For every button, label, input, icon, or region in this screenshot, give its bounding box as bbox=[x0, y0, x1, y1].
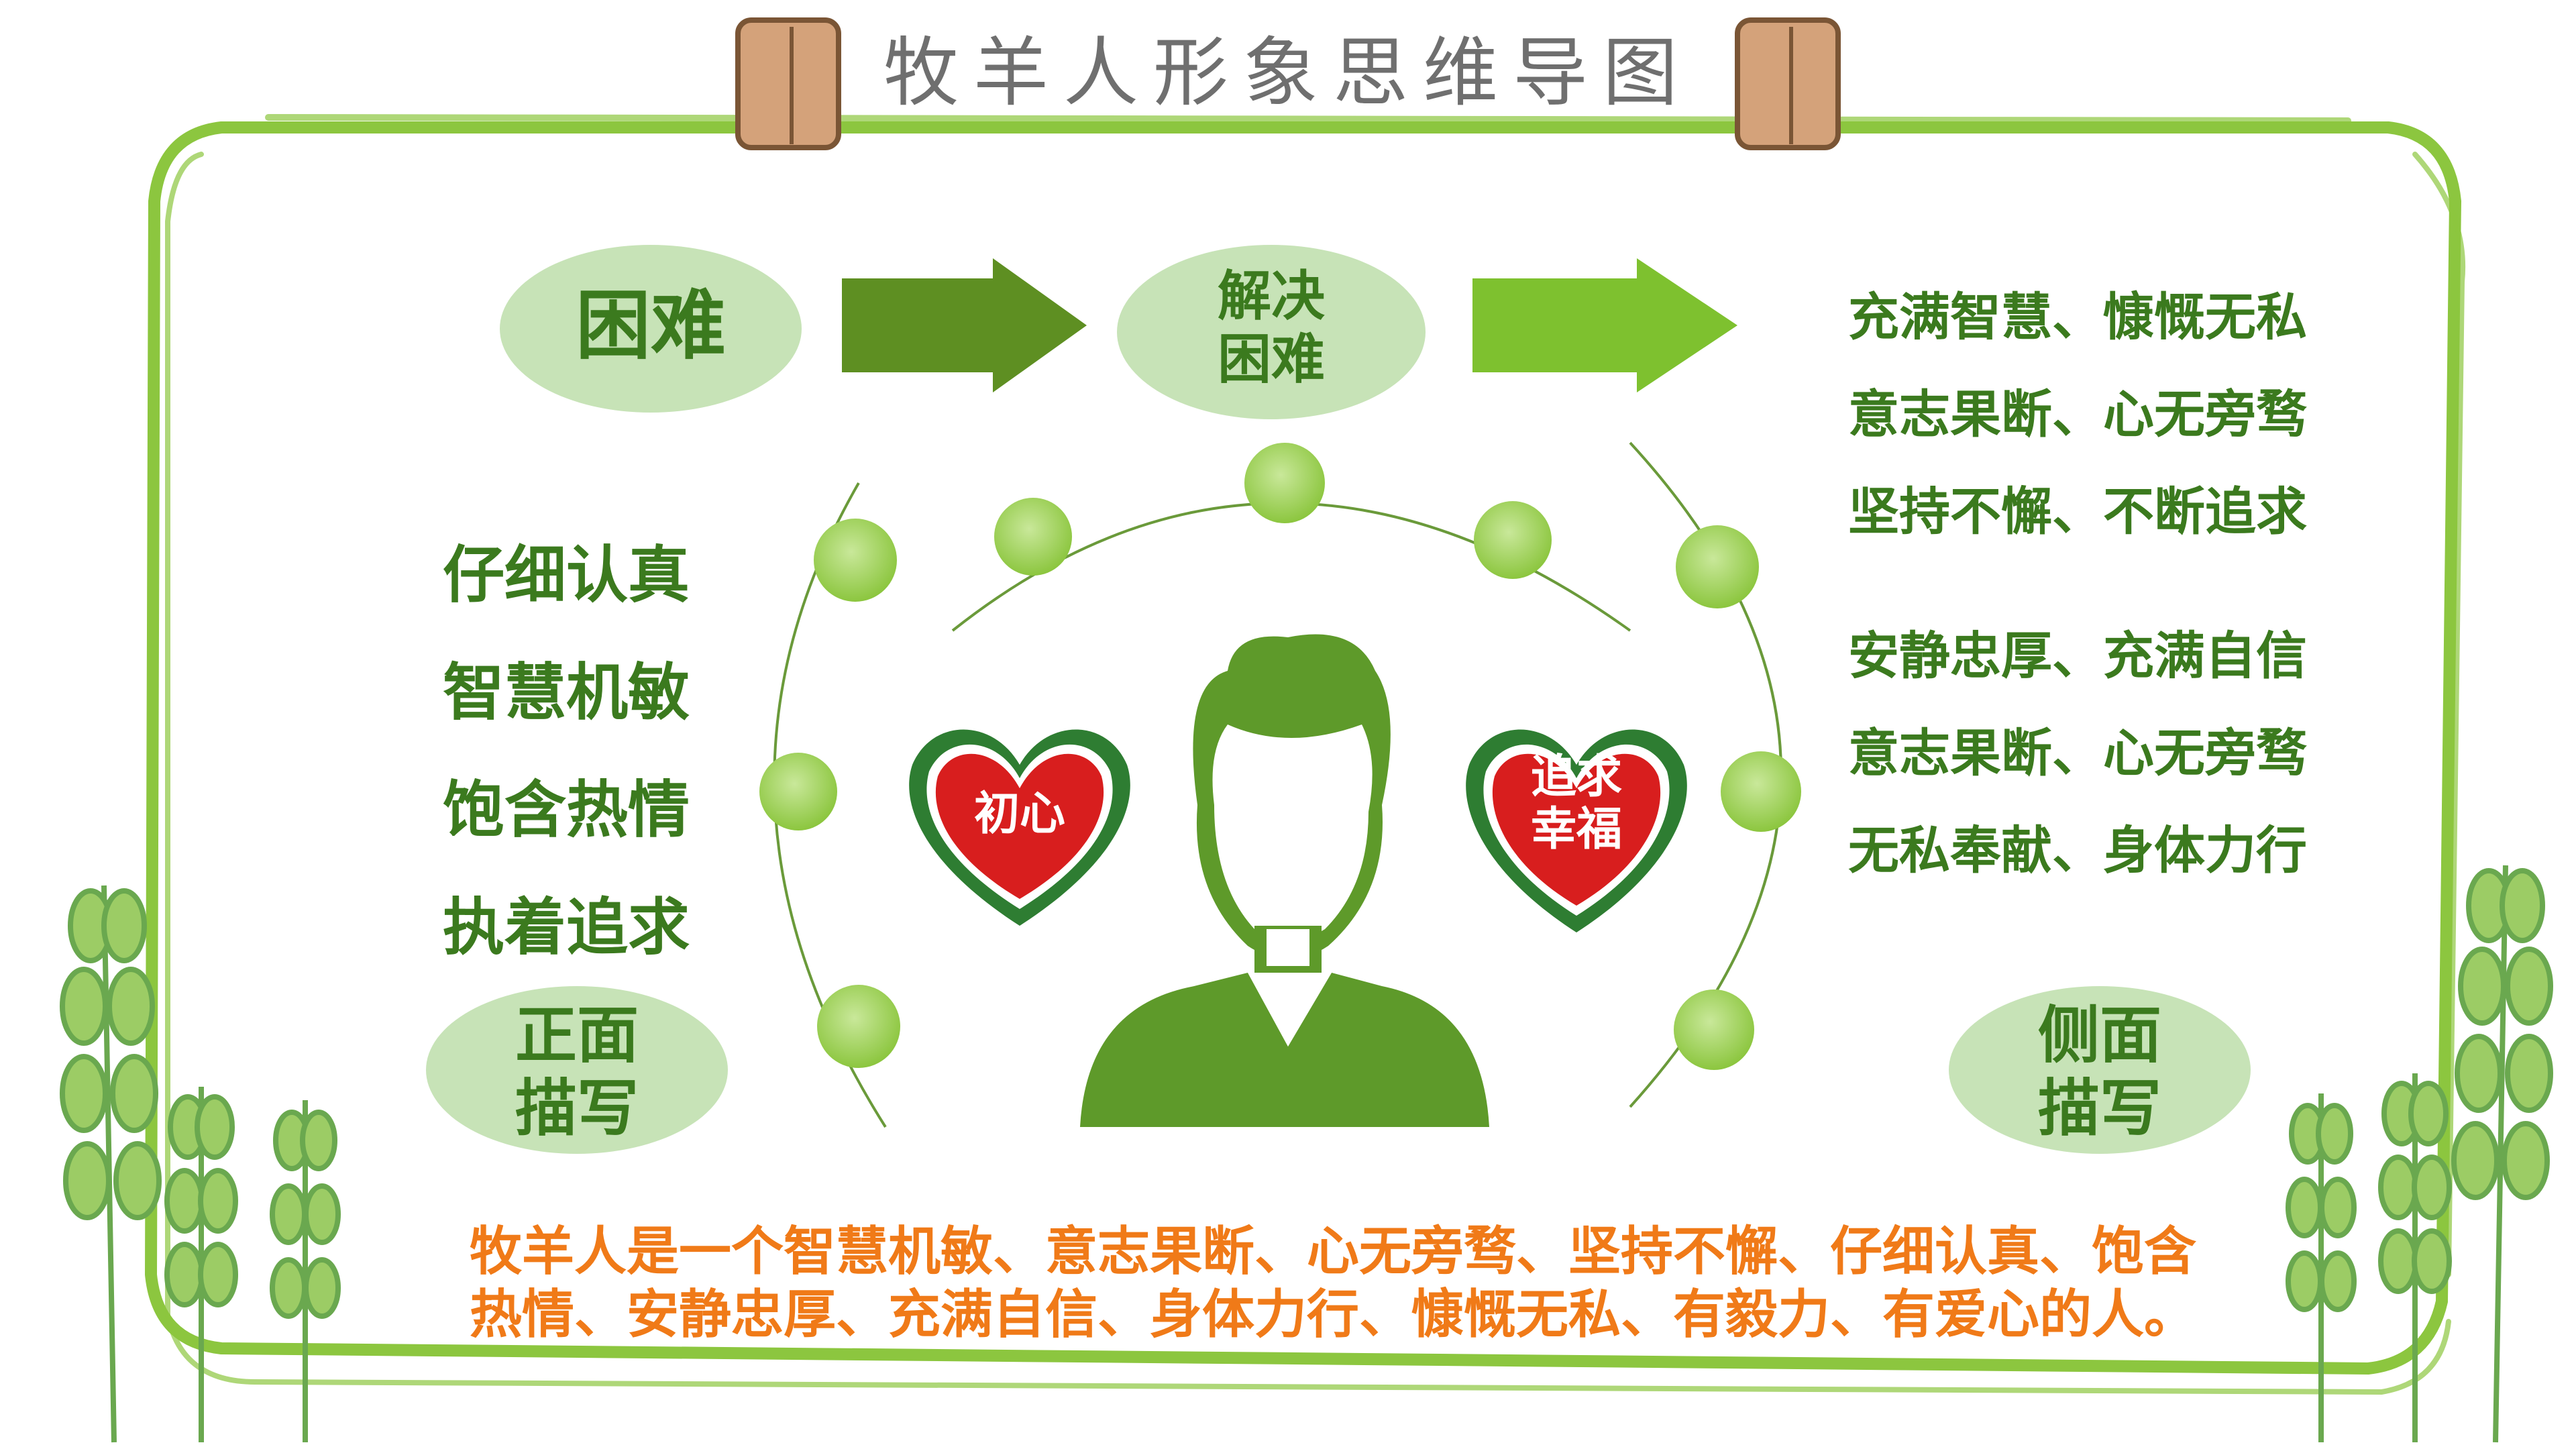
quality-item: 智慧机敏 bbox=[443, 657, 690, 729]
tape-right bbox=[1735, 17, 1841, 150]
arrow-light bbox=[1472, 258, 1737, 392]
frame-border bbox=[144, 114, 2466, 1395]
heart-right-line: 幸福 bbox=[1530, 803, 1622, 857]
indirect-description-line: 侧面 bbox=[2037, 1000, 2161, 1071]
heart-right bbox=[1466, 729, 1687, 932]
quality-item: 无私奉献、身体力行 bbox=[1848, 820, 2307, 880]
quality-item: 充满智慧、慷慨无私 bbox=[1848, 287, 2307, 347]
direct-description-line: 描写 bbox=[515, 1072, 639, 1144]
decor-dots bbox=[759, 443, 1801, 1070]
quality-item: 安静忠厚、充满自信 bbox=[1848, 626, 2307, 686]
plant-right bbox=[2286, 865, 2553, 1443]
direct-description-label: 正面 描写 bbox=[443, 1000, 711, 1145]
heart-right-label: 追求 幸福 bbox=[1509, 751, 1644, 856]
indirect-description-label: 侧面 描写 bbox=[1966, 1000, 2234, 1145]
oval-indirect bbox=[1949, 986, 2251, 1154]
difficulty-label: 困难 bbox=[576, 282, 726, 370]
quality-item: 执着追求 bbox=[443, 892, 690, 963]
qualities-right-bottom-list: 安静忠厚、充满自信 意志果断、心无旁骛 无私奉献、身体力行 bbox=[1848, 607, 2307, 899]
heart-left-label: 初心 bbox=[953, 788, 1087, 841]
quality-item: 意志果断、心无旁骛 bbox=[1848, 723, 2307, 783]
plant-left bbox=[60, 885, 341, 1443]
quality-item: 仔细认真 bbox=[443, 539, 690, 611]
solve-label-line: 解决 bbox=[1218, 265, 1325, 327]
summary-text: 牧羊人是一个智慧机敏、意志果断、心无旁骛、坚持不懈、仔细认真、饱含 热情、安静忠… bbox=[470, 1221, 2214, 1346]
person-icon bbox=[1080, 634, 1489, 1127]
summary-line: 热情、安静忠厚、充满自信、身体力行、慷慨无私、有毅力、有爱心的人。 bbox=[470, 1284, 2197, 1345]
qualities-right-top-list: 充满智慧、慷慨无私 意志果断、心无旁骛 坚持不懈、不断追求 bbox=[1848, 268, 2307, 560]
heart-left bbox=[909, 729, 1130, 926]
page-title: 牧羊人形象思维导图 bbox=[883, 30, 1693, 117]
solve-label-line: 困难 bbox=[1218, 328, 1325, 391]
direct-description-line: 正面 bbox=[515, 1000, 639, 1071]
indirect-description-line: 描写 bbox=[2037, 1072, 2161, 1144]
solve-label: 解决 困难 bbox=[1137, 265, 1405, 392]
oval-solve bbox=[1117, 245, 1426, 419]
qualities-left-list: 仔细认真 智慧机敏 饱含热情 执着追求 bbox=[443, 517, 690, 986]
quality-item: 饱含热情 bbox=[443, 774, 690, 846]
heart-left-line: 初心 bbox=[973, 788, 1065, 841]
quality-item: 意志果断、心无旁骛 bbox=[1848, 384, 2307, 444]
quality-item: 坚持不懈、不断追求 bbox=[1848, 482, 2307, 541]
heart-right-line: 追求 bbox=[1530, 751, 1622, 804]
oval-difficulty bbox=[500, 245, 802, 413]
arrow-dark bbox=[842, 258, 1087, 392]
oval-direct bbox=[426, 986, 728, 1154]
tape-left bbox=[735, 17, 841, 150]
summary-line: 牧羊人是一个智慧机敏、意志果断、心无旁骛、坚持不懈、仔细认真、饱含 bbox=[470, 1222, 2197, 1282]
